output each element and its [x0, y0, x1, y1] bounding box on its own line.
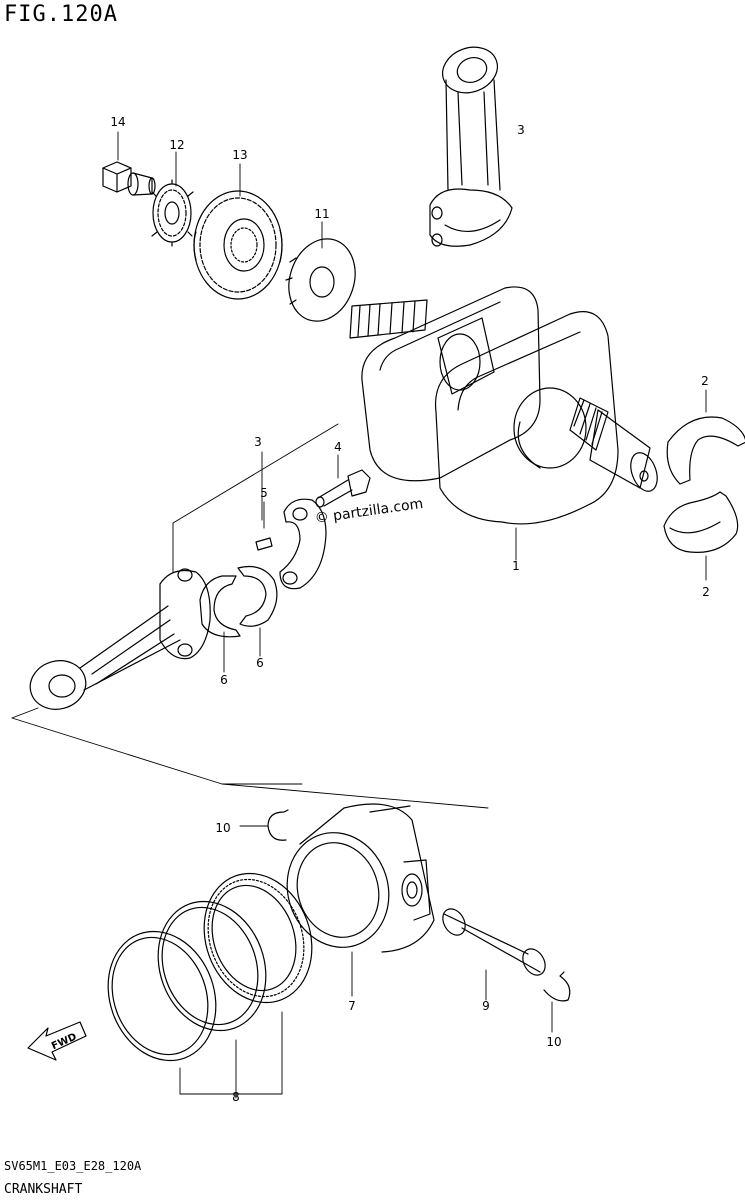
part-1-crankshaft[interactable] — [350, 287, 662, 524]
part-7-piston[interactable] — [273, 804, 434, 961]
callout-8: 8 — [232, 1090, 240, 1104]
callout-9: 9 — [482, 999, 490, 1013]
callout-3-left: 3 — [254, 435, 262, 449]
rod-cap[interactable] — [280, 499, 326, 588]
figure-id: FIG.120A — [4, 2, 118, 27]
part-2-bearing-top[interactable] — [667, 417, 745, 484]
part-8-piston-rings[interactable] — [91, 858, 330, 1076]
part-10-circlip-left[interactable] — [268, 810, 288, 840]
part-13-drive-gear[interactable] — [194, 191, 282, 299]
figure-title: CRANKSHAFT — [4, 1182, 83, 1197]
part-3-connecting-rod-top[interactable] — [430, 40, 512, 246]
callout-1: 1 — [512, 559, 520, 573]
leader-lines — [12, 132, 706, 1098]
part-12-small-gear[interactable] — [152, 180, 193, 246]
callout-2-top: 2 — [701, 374, 709, 388]
callout-11: 11 — [314, 207, 330, 221]
part-6-bearing-left[interactable] — [200, 576, 240, 637]
part-4-bolt[interactable] — [316, 470, 370, 507]
part-11-washer[interactable] — [279, 230, 366, 330]
callout-7: 7 — [348, 999, 356, 1013]
callout-6-right: 6 — [256, 656, 264, 670]
callout-10-right: 10 — [546, 1035, 562, 1049]
callout-4: 4 — [334, 440, 342, 454]
callout-5: 5 — [260, 486, 268, 500]
part-9-piston-pin[interactable] — [438, 905, 549, 979]
part-3-connecting-rod-left[interactable] — [25, 569, 210, 715]
part-6-bearing-right[interactable] — [238, 567, 277, 627]
part-14-bolt[interactable] — [103, 162, 155, 195]
callout-2-bottom: 2 — [702, 585, 710, 599]
callout-10-left: 10 — [215, 821, 231, 835]
callout-6-left: 6 — [220, 673, 228, 687]
callout-13: 13 — [232, 148, 248, 162]
callout-14: 14 — [110, 115, 126, 129]
figure-code: SV65M1_E03_E28_120A — [4, 1159, 142, 1173]
callout-3-top: 3 — [517, 123, 525, 137]
part-10-circlip-right[interactable] — [544, 972, 570, 1001]
callout-12: 12 — [169, 138, 185, 152]
fwd-arrow-icon: FWD — [28, 1022, 86, 1060]
part-5-pin[interactable] — [256, 538, 272, 550]
part-2-bearing-bottom[interactable] — [664, 492, 738, 552]
